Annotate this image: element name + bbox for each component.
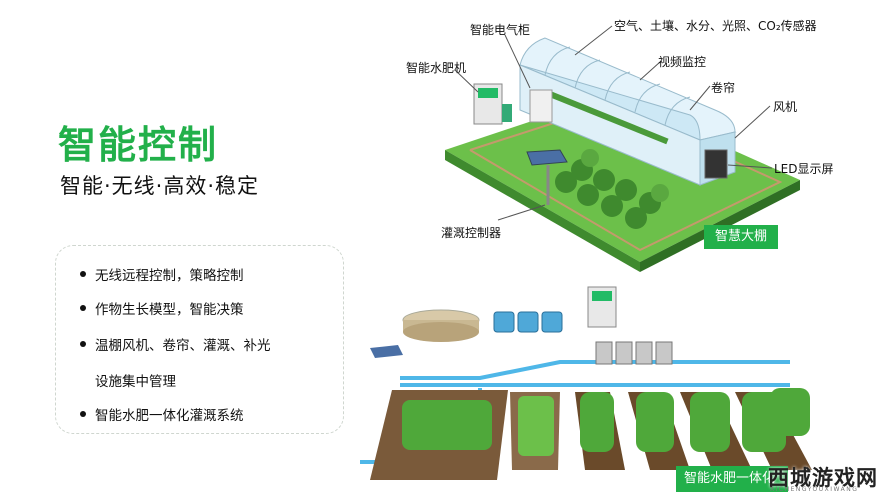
label-curtain: 卷帘 <box>711 81 736 95</box>
greenhouse-arch <box>519 37 736 141</box>
page-subtitle: 智能·无线·高效·稳定 <box>60 174 260 198</box>
solar-panel-icon <box>526 149 568 166</box>
feature-list: 无线远程控制，策略控制 作物生长模型，智能决策 温棚风机、卷帘、灌溉、补光 设施… <box>55 245 344 434</box>
label-sensors: 空气、土壤、水分、光照、CO₂传感器 <box>614 19 817 33</box>
label-led-display: LED显示屏 <box>774 162 834 176</box>
bullet-icon <box>80 411 86 417</box>
page-title: 智能控制 <box>58 123 219 167</box>
label-fan: 风机 <box>773 100 798 114</box>
orchard-trees <box>555 149 669 229</box>
feature-item: 智能水肥一体化灌溉系统 <box>80 404 244 424</box>
ground-edge-left <box>445 150 640 272</box>
fertigation-pump <box>502 104 512 122</box>
greenhouse-ground <box>445 95 800 262</box>
label-fertigation-machine: 智能水肥机 <box>406 61 467 75</box>
bullet-icon <box>80 305 86 311</box>
bullet-icon <box>80 271 86 277</box>
led-display <box>704 149 728 179</box>
feature-item: 温棚风机、卷帘、灌溉、补光 <box>80 334 271 354</box>
fertigation-system <box>360 286 812 480</box>
feature-item: 作物生长模型，智能决策 <box>80 298 244 318</box>
electrical-cabinet <box>529 89 553 123</box>
smart-fertigation-badge: 智能水肥一体化 <box>676 466 788 492</box>
feature-item-continued: 设施集中管理 <box>95 374 176 390</box>
watermark-logo: 西城游戏网 <box>768 466 878 490</box>
fertigation-screen <box>478 88 498 98</box>
label-video-monitor: 视频监控 <box>658 55 707 69</box>
label-irrigation-controller: 灌溉控制器 <box>441 226 502 240</box>
watermark-subtext: XICHENGYOUXIWANG <box>770 486 859 493</box>
bullet-icon <box>80 341 86 347</box>
label-electrical-cabinet: 智能电气柜 <box>470 23 531 37</box>
feature-item: 无线远程控制，策略控制 <box>80 264 244 284</box>
smart-greenhouse-badge: 智慧大棚 <box>704 225 778 249</box>
